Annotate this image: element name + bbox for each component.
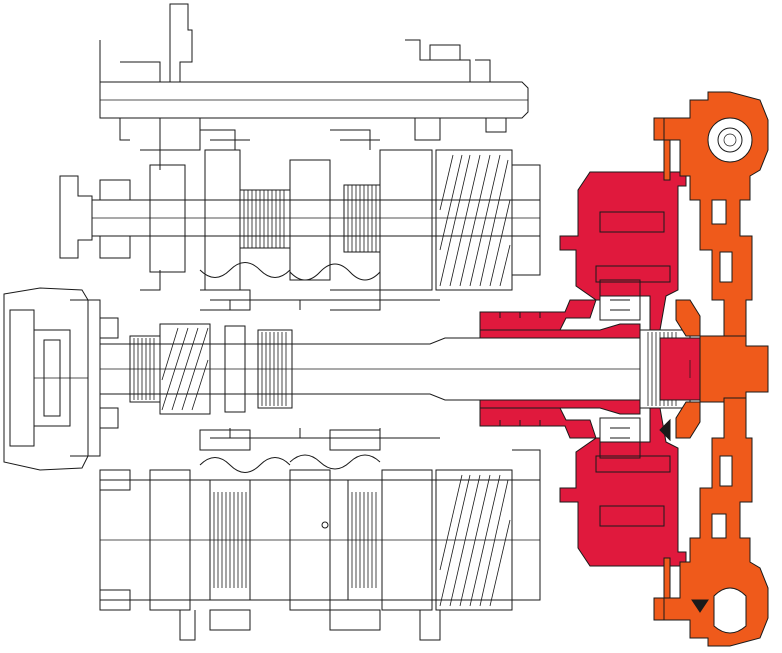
main-input-shaft xyxy=(99,299,691,439)
left-end-housing xyxy=(3,287,119,471)
clutch-housing xyxy=(653,91,769,647)
upper-gear-shaft xyxy=(59,129,541,311)
upper-shaft xyxy=(99,3,529,151)
lower-gear-shaft xyxy=(99,429,541,641)
